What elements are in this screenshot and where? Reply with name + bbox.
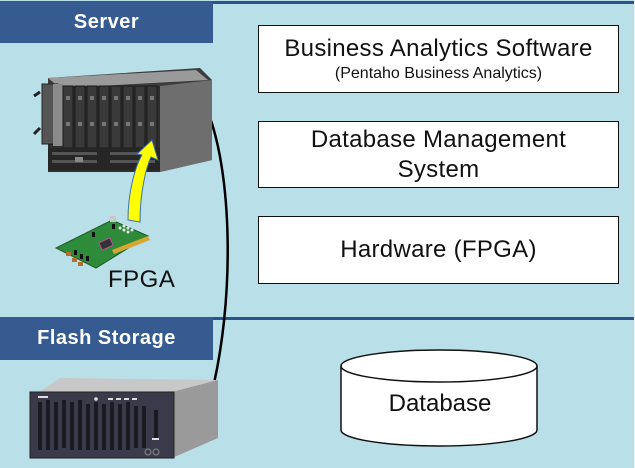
flash-storage-device-icon: [29, 378, 218, 459]
business-analytics-software-box: Business Analytics Software (Pentaho Bus…: [258, 25, 619, 93]
fpga-label: FPGA: [108, 266, 176, 293]
hardware-fpga-title: Hardware (FPGA): [340, 236, 537, 263]
install-arrow-icon: [127, 139, 159, 223]
flash-storage-section-header: Flash Storage: [0, 317, 213, 360]
hardware-fpga-box: Hardware (FPGA): [258, 216, 619, 284]
flash-storage-section-label: Flash Storage: [37, 327, 176, 349]
database-cylinder-icon: [340, 349, 538, 447]
dbms-title-line2: System: [397, 155, 480, 183]
server-section-label: Server: [73, 10, 140, 33]
dbms-title-line1: Database Management: [310, 125, 567, 153]
server-section-header: Server: [0, 1, 213, 43]
database-label: Database: [388, 390, 492, 417]
middle-divider-line: [0, 317, 634, 320]
business-analytics-subtitle: (Pentaho Business Analytics): [334, 65, 543, 82]
business-analytics-title: Business Analytics Software: [284, 35, 593, 62]
database-management-system-box: Database Management System: [258, 121, 619, 188]
top-divider-line: [0, 1, 634, 4]
connection-curve: [205, 109, 229, 401]
fpga-card-icon: [54, 216, 150, 269]
server-chassis-icon: [32, 68, 212, 172]
